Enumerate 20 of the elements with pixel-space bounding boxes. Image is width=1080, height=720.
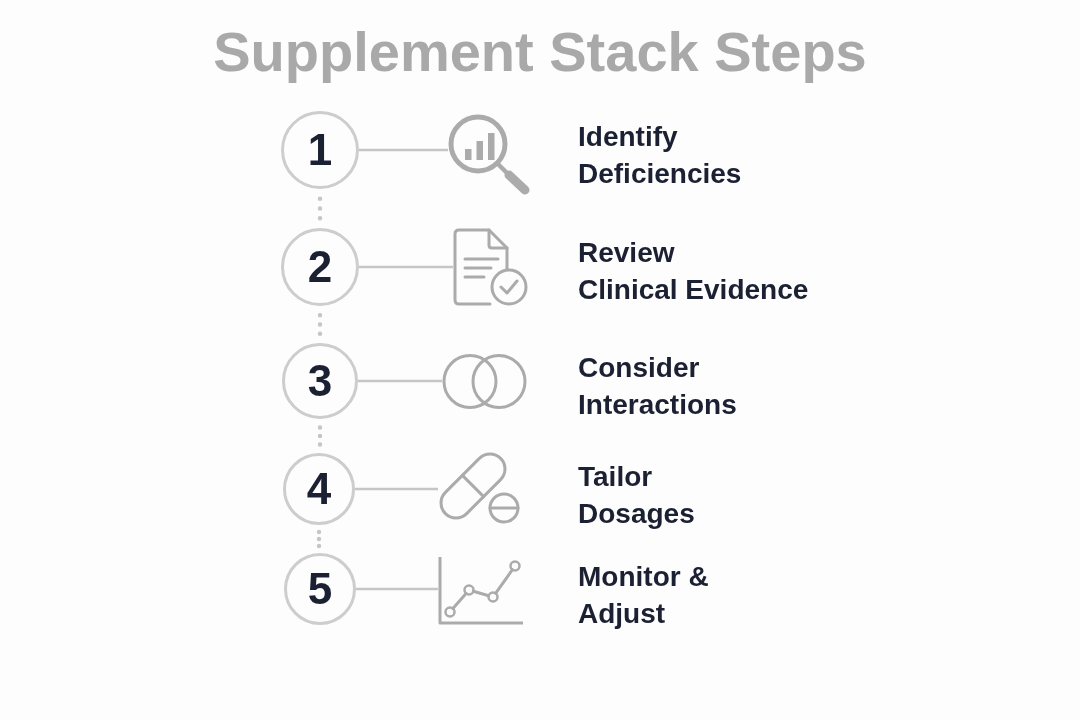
- connector-line: [359, 265, 453, 269]
- step-title: Monitor & Adjust: [578, 560, 709, 631]
- line-chart-icon: [438, 557, 523, 625]
- step-number: 4: [306, 467, 332, 511]
- step-number: 2: [307, 245, 333, 289]
- step-number: 3: [307, 359, 333, 403]
- step-number: 5: [307, 567, 333, 611]
- title: Supplement Stack Steps: [213, 19, 867, 85]
- step-number: 1: [307, 128, 333, 172]
- connector-line: [356, 587, 438, 591]
- step-title: Consider Interactions: [578, 351, 737, 422]
- connector-line: [359, 148, 448, 152]
- document-check-icon: [453, 228, 529, 306]
- step-title: Review Clinical Evidence: [578, 236, 809, 307]
- connector-line: [355, 487, 438, 491]
- connector-line: [358, 379, 442, 383]
- magnifier-chart-icon: [448, 113, 532, 196]
- step-title: Identify Deficiencies: [578, 120, 742, 191]
- step-title: Tailor Dosages: [578, 460, 695, 531]
- overlapping-circles-icon: [442, 353, 528, 410]
